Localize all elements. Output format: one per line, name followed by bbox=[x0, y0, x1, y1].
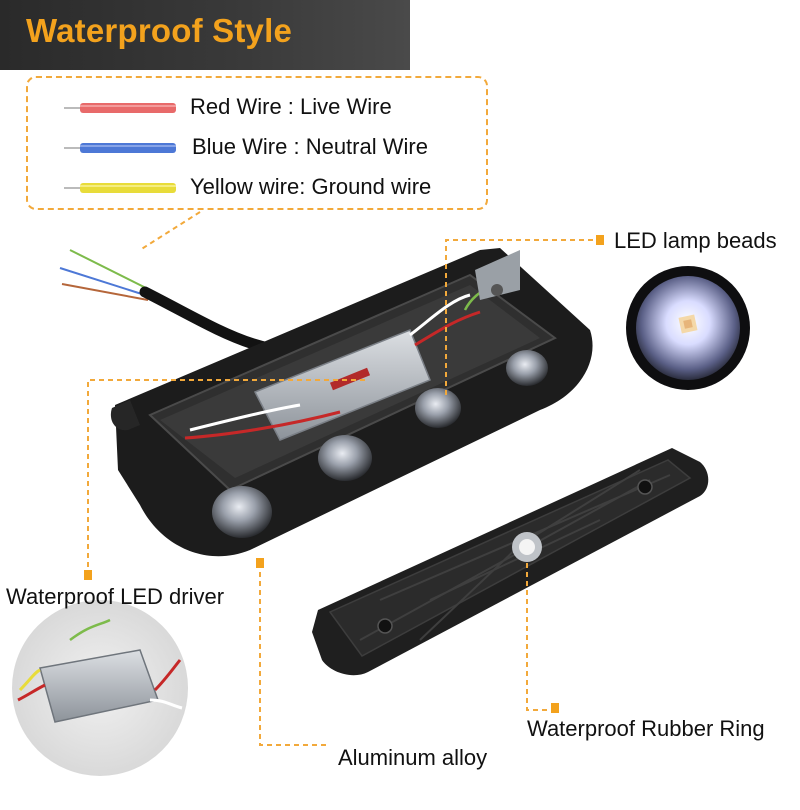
callout-lines bbox=[87, 239, 600, 746]
blue-wire-label: Blue Wire : Neutral Wire bbox=[192, 134, 428, 159]
title-banner: Waterproof Style bbox=[0, 0, 410, 70]
cover-plate bbox=[312, 448, 709, 676]
led-lens-1 bbox=[212, 486, 272, 538]
red-wire-label: Red Wire : Live Wire bbox=[190, 94, 392, 119]
yellow-wire-label: Yellow wire: Ground wire bbox=[190, 174, 432, 199]
led-lens-4 bbox=[506, 350, 548, 386]
callout-markers bbox=[84, 235, 604, 713]
led-lens-2 bbox=[318, 435, 372, 481]
wire-row-red: Red Wire : Live Wire bbox=[40, 88, 480, 128]
aluminum-label: Aluminum alloy bbox=[338, 745, 488, 770]
wire-row-blue: Blue Wire : Neutral Wire bbox=[40, 128, 480, 168]
wire-row-yellow: Yellow wire: Ground wire bbox=[40, 168, 480, 208]
led-bead-detail bbox=[626, 266, 750, 390]
led-driver-label: Waterproof LED driver bbox=[6, 584, 225, 609]
page-title: Waterproof Style bbox=[26, 12, 293, 49]
wire-legend bbox=[26, 76, 488, 210]
blue-wire-icon bbox=[64, 143, 176, 153]
led-beads-label: LED lamp beads bbox=[614, 228, 777, 253]
yellow-wire-icon bbox=[64, 183, 176, 193]
rubber-ring-label: Waterproof Rubber Ring bbox=[527, 716, 765, 741]
led-driver-detail bbox=[12, 600, 188, 776]
legend-pointer-line bbox=[139, 211, 201, 251]
led-lens-3 bbox=[415, 388, 461, 428]
lamp-housing bbox=[110, 248, 593, 557]
red-wire-icon bbox=[64, 103, 176, 113]
